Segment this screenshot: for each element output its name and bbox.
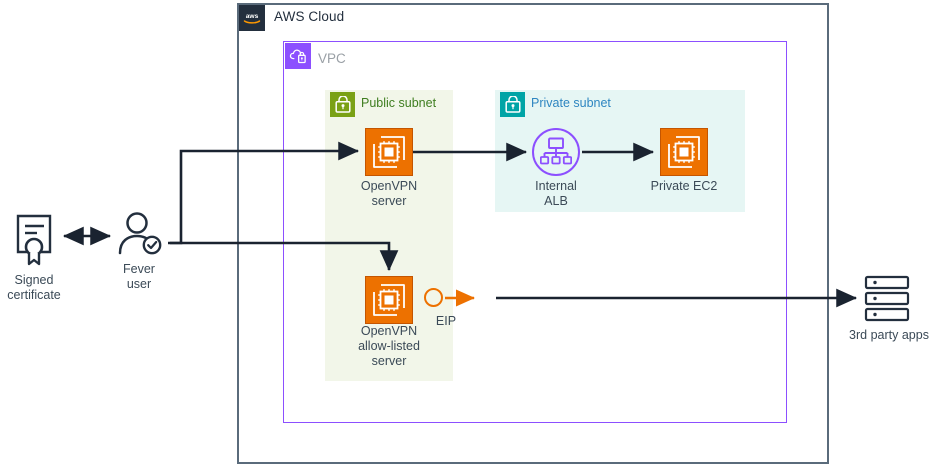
svg-text:aws: aws [246,13,259,20]
openvpn-server-label-line1: OpenVPN [360,179,418,193]
openvpn-allow-listed-server-label-line1: OpenVPN [360,324,418,338]
signed-certificate-label-line2: certificate [7,288,61,302]
aws-logo-icon: aws [239,5,265,31]
public-subnet-lock-icon [330,92,355,117]
private-ec2-label-line1: Private EC2 [650,179,718,193]
user-verified-icon [115,212,165,258]
openvpn-allow-listed-server-label: OpenVPN allow-listed server [330,324,448,369]
fever-user-label: Fever user [104,262,174,292]
openvpn-allow-listed-server-label-line3: server [371,354,407,368]
application-load-balancer-icon [532,128,580,176]
server-stack-icon [862,275,912,323]
openvpn-server-label-line2: server [371,194,407,208]
public-subnet-label: Public subnet [361,96,437,110]
eip-label: EIP [435,314,457,328]
vpc-label: VPC [318,51,346,66]
openvpn-allow-listed-server-ec2-icon [365,276,413,324]
fever-user-label-line2: user [126,277,152,291]
signed-certificate-label: Signed certificate [0,273,68,303]
vpc-cloud-lock-icon [285,43,311,69]
certificate-icon [12,214,56,266]
private-ec2-label: Private EC2 [630,179,738,194]
internal-alb-label-line1: Internal [535,179,577,193]
private-ec2-icon [660,128,708,176]
openvpn-server-ec2-icon [365,128,413,176]
internal-alb-label: Internal ALB [502,179,610,209]
third-party-apps-label: 3rd party apps [849,328,929,342]
elastic-ip-icon [424,288,443,307]
fever-user-label-line1: Fever [123,262,155,276]
aws-cloud-label: AWS Cloud [274,9,345,24]
openvpn-allow-listed-server-label-line2: allow-listed [358,339,420,353]
signed-certificate-label-line1: Signed [14,273,54,287]
private-subnet-label: Private subnet [531,96,611,110]
internal-alb-label-line2: ALB [544,194,568,208]
private-subnet-lock-icon [500,92,525,117]
openvpn-server-label: OpenVPN server [335,179,443,209]
